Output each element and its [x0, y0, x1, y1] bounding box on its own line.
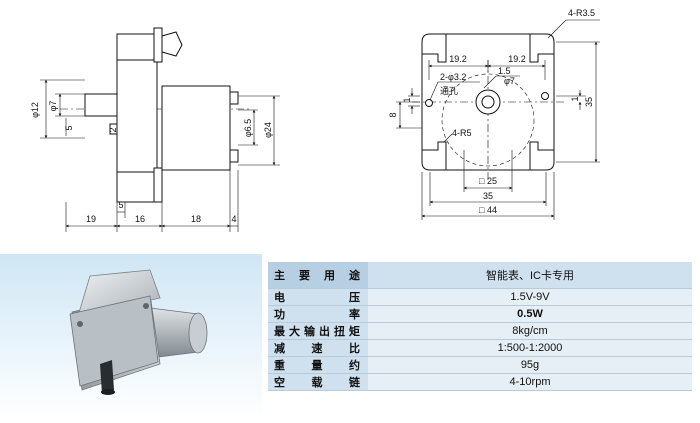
spec-key: 重量约 — [268, 356, 368, 374]
front-view — [412, 33, 566, 180]
screw-top — [161, 31, 183, 57]
label-1-5: 1.5 — [498, 66, 511, 76]
spec-value: 4-10rpm — [368, 373, 692, 391]
spec-row-power: 功率 0.5W — [268, 305, 692, 323]
mount-hole-left — [425, 99, 433, 107]
label-dim8: 8 — [388, 112, 398, 117]
front-view-dimensions — [396, 19, 600, 220]
spec-row-purpose: 主要用途 智能表、IC卡专用 — [268, 262, 692, 289]
spec-key: 功率 — [268, 305, 368, 323]
side-view — [60, 27, 250, 203]
label-dim2: 2 — [108, 127, 118, 132]
spec-row-voltage: 电压 1.5V-9V — [268, 288, 692, 306]
label-through-hole: 通孔 — [440, 86, 458, 96]
label-dim4: 4 — [231, 214, 236, 224]
spec-value: 智能表、IC卡专用 — [368, 262, 692, 289]
side-view-labels: φ12 φ7 5 2 φ6.5 φ24 19 5 16 18 4 — [30, 101, 273, 224]
spec-table: 主要用途 智能表、IC卡专用 电压 1.5V-9V 功率 0.5W 最大输出扭矩… — [268, 262, 692, 391]
label-19-2-left: 19.2 — [449, 54, 467, 64]
label-2-phi3-2: 2-φ3.2 — [440, 72, 466, 82]
label-dim1-left: 1 — [402, 97, 412, 102]
label-dia24: φ24 — [263, 122, 273, 138]
output-shaft — [84, 93, 118, 117]
spec-row-torque: 最大输出扭矩 8kg/cm — [268, 322, 692, 340]
label-dim18: 18 — [191, 214, 201, 224]
label-dim16: 16 — [135, 214, 145, 224]
spec-key: 空载链 — [268, 373, 368, 391]
spec-row-weight: 重量约 95g — [268, 356, 692, 374]
label-dim5-bottom: 5 — [118, 200, 123, 210]
label-dim19: 19 — [86, 214, 96, 224]
front-view-labels: 4-R3.5 19.2 19.2 2-φ3.2 通孔 1.5 φ7 1 8 1 … — [388, 8, 595, 215]
label-dim35-right: 35 — [584, 97, 594, 107]
spec-value: 0.5W — [368, 305, 692, 323]
gear-motor-illustration — [69, 269, 208, 395]
spec-key: 电压 — [268, 288, 368, 306]
spec-value: 8kg/cm — [368, 322, 692, 340]
spec-row-speed: 空载链 4-10rpm — [268, 373, 692, 391]
spec-row-ratio: 减速比 1:500-1:2000 — [268, 339, 692, 357]
label-dia12: φ12 — [30, 102, 40, 118]
label-dia7: φ7 — [48, 101, 58, 112]
label-19-2-right: 19.2 — [508, 54, 526, 64]
motor-body — [161, 85, 231, 171]
spec-key: 主要用途 — [268, 262, 368, 289]
label-dia7-front: φ7 — [504, 76, 515, 86]
spec-value: 95g — [368, 356, 692, 374]
technical-drawing: φ12 φ7 5 2 φ6.5 φ24 19 5 16 18 4 — [30, 8, 600, 232]
side-view-dimensions — [40, 79, 280, 232]
label-25: □ 25 — [479, 176, 497, 186]
label-4-r3-5: 4-R3.5 — [568, 8, 595, 18]
label-44: □ 44 — [479, 205, 497, 215]
label-dim1-right: 1 — [570, 96, 580, 101]
spec-value: 1:500-1:2000 — [368, 339, 692, 357]
spec-key: 减速比 — [268, 339, 368, 357]
label-4-r5: 4-R5 — [452, 128, 472, 138]
mount-hole-right — [541, 92, 549, 100]
spec-value: 1.5V-9V — [368, 288, 692, 306]
spec-key: 最大输出扭矩 — [268, 322, 368, 340]
label-35-bottom: 35 — [483, 191, 493, 201]
label-dim5-left: 5 — [64, 125, 74, 130]
product-photo — [0, 254, 262, 418]
label-dia6-5: φ6.5 — [243, 119, 253, 137]
